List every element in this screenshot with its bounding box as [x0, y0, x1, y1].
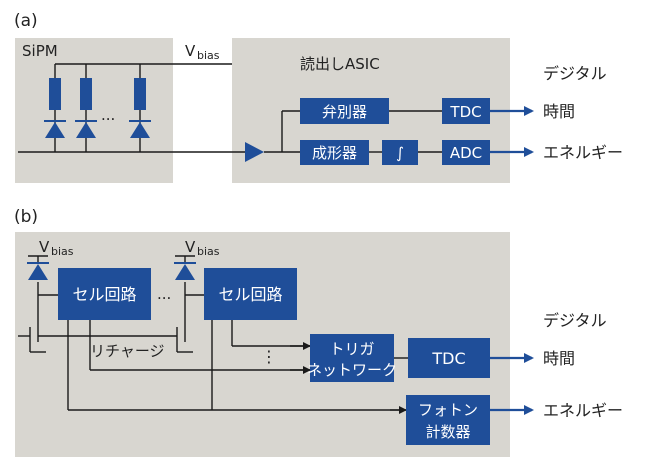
- tdc-label-b: TDC: [431, 349, 465, 368]
- svg-text:bias: bias: [51, 245, 74, 258]
- photodiode-icon: [75, 120, 97, 138]
- cell-circuit-label: セル回路: [72, 285, 136, 304]
- svg-text:bias: bias: [197, 49, 220, 62]
- cell-circuit-block: [204, 268, 297, 320]
- quench-resistor: [80, 78, 92, 110]
- svg-text:V: V: [185, 42, 196, 60]
- sipm-panel: [15, 38, 173, 183]
- quench-resistor: [134, 78, 146, 110]
- integrator-label: ∫: [396, 144, 404, 162]
- photodiode-icon: [27, 262, 49, 280]
- energy-label-a: エネルギー: [543, 143, 623, 162]
- photodiode-icon: [129, 120, 151, 138]
- vbias-label-a: V bias: [185, 42, 220, 62]
- shaper-block: [300, 140, 369, 165]
- cell-circuit-label: セル回路: [218, 285, 282, 304]
- tdc-block-b: [408, 338, 490, 378]
- amplifier-icon: [245, 142, 264, 162]
- sipm-label: SiPM: [22, 42, 58, 60]
- photon-counter-label-2: 計数器: [425, 423, 470, 441]
- tdc-block-a: [442, 98, 490, 124]
- tdc-label-a: TDC: [449, 103, 481, 121]
- sipm-dots: ...: [101, 106, 115, 124]
- trigger-network-label-1: トリガ: [329, 340, 374, 358]
- asic-title: 読出しASIC: [300, 55, 380, 73]
- photon-counter-label-1: フォトン: [418, 401, 478, 419]
- vertical-dots: ⋮: [261, 347, 277, 366]
- asic-wiring: [264, 110, 442, 153]
- cell-dots: ...: [157, 285, 171, 303]
- time-label-a: 時間: [543, 102, 575, 121]
- svg-text:V: V: [185, 238, 196, 256]
- photodiode-icon: [174, 262, 196, 280]
- trigger-network-block: [310, 334, 394, 382]
- adc-block: [442, 140, 490, 165]
- svg-text:bias: bias: [197, 245, 220, 258]
- discriminator-block: [300, 98, 389, 124]
- trigger-network-label-2: ネットワーク: [307, 361, 397, 379]
- photon-counter-block: [406, 395, 490, 445]
- digital-label-a: デジタル: [543, 64, 607, 83]
- vbias-label-b1: V bias: [39, 238, 74, 258]
- integrator-block: [382, 140, 418, 165]
- cell-circuit-block: [58, 268, 151, 320]
- svg-text:V: V: [39, 238, 50, 256]
- adc-label: ADC: [450, 144, 482, 162]
- quench-resistor: [49, 78, 61, 110]
- discriminator-label: 弁別器: [322, 103, 367, 121]
- vbias-label-b2: V bias: [185, 238, 220, 258]
- digital-label-b: デジタル: [543, 311, 607, 330]
- panel-a-label: (a): [14, 11, 38, 31]
- time-label-b: 時間: [543, 349, 575, 368]
- panel-b-label: (b): [14, 207, 38, 227]
- energy-label-b: エネルギー: [543, 401, 623, 420]
- panel-b-wiring: [18, 255, 408, 411]
- shaper-label: 成形器: [312, 144, 357, 162]
- photodiode-icon: [44, 120, 66, 138]
- recharge-label: リチャージ: [90, 342, 165, 360]
